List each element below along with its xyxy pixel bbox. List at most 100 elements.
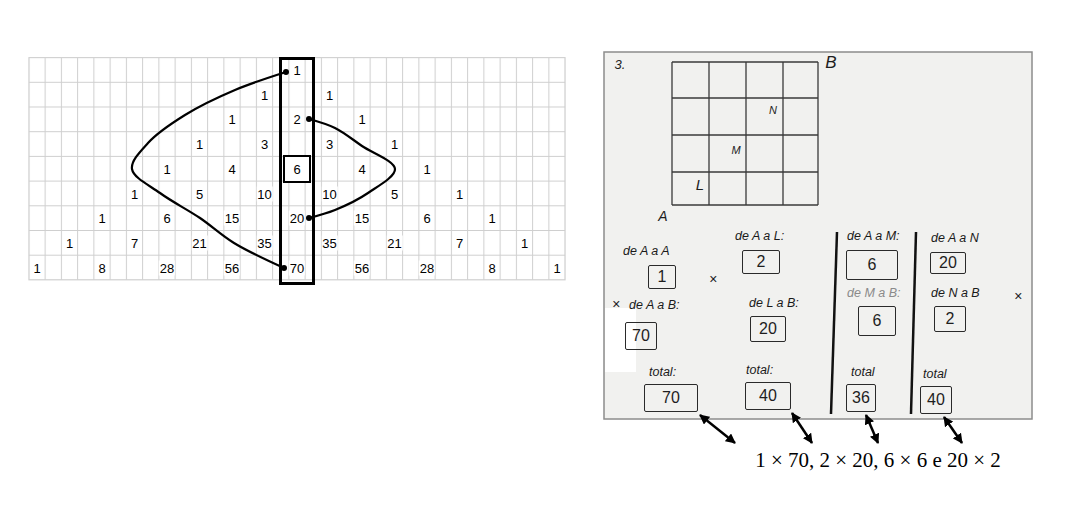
- pointer-arrows: [700, 413, 962, 443]
- pascal-number: 1: [422, 161, 431, 176]
- count-box: de N a B2: [934, 306, 966, 332]
- box-heading: de N a B: [931, 287, 980, 300]
- box-heading: total: [923, 368, 947, 381]
- highlight-box: 6: [283, 155, 310, 183]
- pascal-number: 1: [227, 112, 236, 127]
- pascal-number: 8: [97, 260, 106, 275]
- pascal-number: 3: [325, 137, 334, 152]
- times-sign: ×: [709, 272, 717, 286]
- pascal-number: 6: [162, 211, 171, 226]
- pascal-number: 1: [292, 63, 301, 78]
- count-number: 70: [632, 328, 650, 344]
- pascal-number: 1: [390, 137, 399, 152]
- pascal-number: 7: [130, 235, 139, 250]
- pascal-number: 1: [520, 235, 529, 250]
- loop-curve: [132, 72, 286, 268]
- count-box: de A a B:70: [625, 322, 657, 350]
- count-number: 2: [757, 254, 766, 270]
- route-grid: [672, 62, 818, 205]
- point-label: N: [769, 105, 777, 116]
- curve-dot: [306, 215, 312, 221]
- pascal-number: 56: [224, 260, 240, 275]
- column-divider: [831, 232, 837, 414]
- pascal-number: 1: [97, 211, 106, 226]
- pascal-number: 7: [455, 235, 464, 250]
- count-number: 36: [852, 390, 870, 406]
- count-box: de L a B:20: [750, 316, 786, 342]
- box-heading: de L a B:: [749, 297, 799, 310]
- pascal-number: 10: [256, 186, 272, 201]
- point-label: M: [731, 145, 740, 156]
- pascal-number: 4: [357, 161, 366, 176]
- pascal-number: 35: [256, 235, 272, 250]
- pascal-number: 1: [162, 161, 171, 176]
- pascal-number: 28: [159, 260, 175, 275]
- pascal-number: 21: [386, 235, 402, 250]
- pascal-number: 15: [224, 211, 240, 226]
- count-number: 2: [946, 311, 955, 327]
- loop-curve: [309, 119, 395, 218]
- pascal-number: 10: [321, 186, 337, 201]
- whiteboard: [604, 52, 1032, 419]
- pascal-number: 1: [130, 186, 139, 201]
- count-number: 40: [759, 388, 777, 404]
- pascal-number: 1: [32, 260, 41, 275]
- pascal-number: 21: [191, 235, 207, 250]
- times-sign: ×: [1014, 289, 1022, 303]
- count-number: 6: [868, 257, 877, 273]
- box-heading: de A a L:: [735, 230, 784, 243]
- point-label: B: [825, 54, 836, 71]
- pascal-number: 1: [357, 112, 366, 127]
- box-heading: de A a N: [931, 232, 979, 245]
- pascal-number: 1: [325, 87, 334, 102]
- pascal-number: 20: [289, 211, 305, 226]
- pascal-number: 1: [552, 260, 561, 275]
- spreadsheet-grid: [29, 58, 565, 280]
- pascal-number: 5: [390, 186, 399, 201]
- pascal-number: 15: [354, 211, 370, 226]
- pascal-number: 35: [321, 235, 337, 250]
- box-heading: de A a M:: [847, 230, 900, 243]
- count-number: 20: [759, 321, 777, 337]
- pascal-number: 8: [487, 260, 496, 275]
- total-box: total40: [920, 386, 952, 414]
- curve-dot: [283, 69, 289, 75]
- curve-dot: [306, 116, 312, 122]
- pascal-number: 28: [419, 260, 435, 275]
- exercise-number: 3.: [615, 58, 626, 71]
- pascal-number: 3: [260, 137, 269, 152]
- count-box: de A a N20: [930, 252, 966, 274]
- pascal-number: 1: [260, 87, 269, 102]
- column-frame: 6 1 2 20 70: [279, 57, 315, 285]
- pascal-number: 70: [289, 260, 305, 275]
- products-caption: 1 × 70, 2 × 20, 6 × 6 e 20 × 2: [755, 450, 1001, 471]
- pascal-number: 1: [487, 211, 496, 226]
- pascal-number: 4: [227, 161, 236, 176]
- pascal-number: 6: [422, 211, 431, 226]
- pascal-number: 2: [292, 112, 301, 127]
- pascal-number: 5: [195, 186, 204, 201]
- point-label: L: [696, 177, 704, 192]
- pascal-number: 1: [455, 186, 464, 201]
- box-heading: de A a A: [623, 245, 670, 258]
- count-box: de A a A1: [648, 265, 676, 289]
- total-box: total:70: [644, 384, 698, 412]
- pascal-number: 56: [354, 260, 370, 275]
- pascal-number: 1: [195, 137, 204, 152]
- box-heading: de M a B:: [847, 287, 901, 300]
- whiteboard-photo: [604, 52, 1032, 419]
- count-box: de M a B:6: [858, 306, 896, 336]
- count-number: 6: [873, 313, 882, 329]
- column-divider: [911, 232, 916, 414]
- pascal-number: 1: [65, 235, 74, 250]
- count-box: de A a M:6: [846, 250, 898, 280]
- count-box: de A a L:2: [742, 250, 780, 274]
- count-number: 20: [939, 255, 957, 271]
- box-heading: de A a B:: [629, 299, 680, 312]
- box-heading: total:: [746, 364, 773, 377]
- box-heading: total: [851, 366, 875, 379]
- total-box: total36: [846, 384, 876, 412]
- count-number: 1: [658, 269, 667, 285]
- count-number: 70: [662, 390, 680, 406]
